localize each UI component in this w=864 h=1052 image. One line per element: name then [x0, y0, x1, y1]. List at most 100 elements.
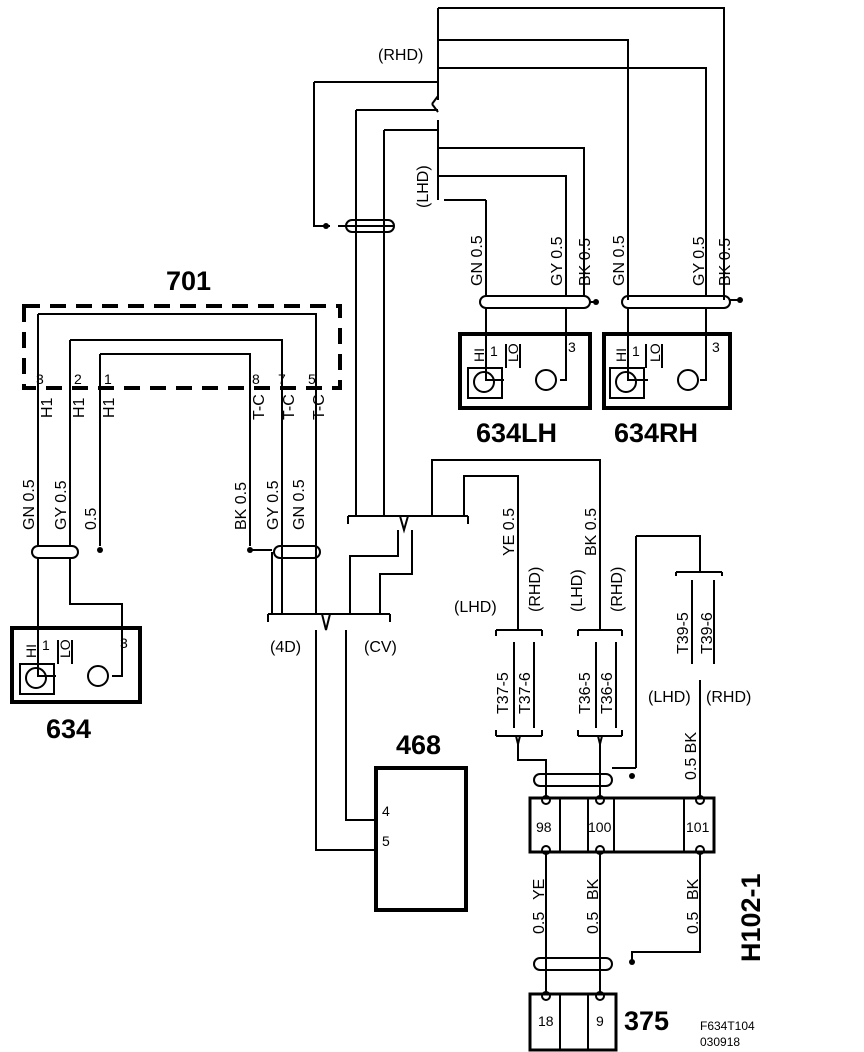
junction-dot	[629, 773, 635, 779]
pin-label: 3	[712, 339, 720, 355]
component-634: HI 1 LO 3	[10, 626, 142, 704]
twisted-pair-marker	[533, 957, 613, 971]
twisted-pair-marker	[273, 545, 321, 559]
hi-label: HI	[471, 348, 487, 362]
634lh-box	[458, 332, 592, 410]
375-title: 375	[624, 1006, 669, 1036]
top-bus-wires	[313, 7, 725, 516]
701-title: 701	[166, 266, 211, 296]
pin-label: 1	[490, 343, 498, 359]
connector-label: T36-5	[577, 672, 594, 714]
pin-function-label: H1	[71, 397, 88, 418]
wire-label: GN 0.5	[611, 235, 628, 286]
horn-icon	[87, 665, 109, 687]
t-connector-labels: T37-5 T37-6 T36-5 T36-6 T39-5 T39-6	[495, 580, 716, 728]
h102-1-box	[528, 796, 716, 854]
horn-icon	[535, 369, 557, 391]
connector-label: T36-6	[599, 672, 616, 714]
pin-label: 5	[382, 833, 390, 849]
hi-label: HI	[23, 644, 39, 658]
634-title: 634	[46, 714, 91, 744]
pin-label: 7	[278, 371, 286, 387]
component-468: 468 4 5	[374, 730, 468, 912]
pin-function-label: T-C	[251, 394, 268, 420]
wire-label: YE 0.5	[501, 508, 518, 556]
pin-label: 3	[568, 339, 576, 355]
right-wires	[495, 496, 723, 798]
rhd-label: (RHD)	[378, 47, 423, 64]
634rh-box	[602, 332, 732, 410]
wire-label: GN 0.5	[21, 479, 38, 530]
twisted-pair-marker	[621, 295, 731, 309]
pin-function-label: H1	[39, 397, 56, 418]
634-box	[10, 626, 142, 704]
pin-label: 101	[686, 819, 710, 835]
wire-label: GY 0.5	[265, 480, 282, 530]
wires-701-down	[37, 390, 317, 634]
horn-icon	[615, 371, 637, 393]
pin-socket	[541, 795, 551, 805]
horn-symbol	[19, 663, 55, 695]
rhd-label: (RHD)	[706, 689, 751, 706]
wire-label: BK	[585, 878, 602, 900]
horn-symbol	[467, 367, 503, 399]
junction-dot	[97, 547, 103, 553]
lo-label: LO	[57, 639, 73, 658]
pin-socket	[695, 795, 705, 805]
cv-label: (CV)	[364, 639, 397, 656]
component-h102-1: 98 100 101	[528, 795, 716, 855]
twisted-pair-marker	[345, 219, 395, 233]
pin-function-label: H1	[101, 397, 118, 418]
junction-dot	[323, 223, 329, 229]
pin-label: 9	[596, 1013, 604, 1029]
connector-label: T39-6	[699, 612, 716, 654]
component-375: 18 9	[528, 991, 618, 1052]
pin-label: 2	[74, 371, 82, 387]
connector-label: T37-5	[495, 672, 512, 714]
twisted-pair-marker	[31, 545, 79, 559]
horn-icon	[677, 369, 699, 391]
junction-dot	[629, 959, 635, 965]
701-dashed-box	[22, 304, 342, 390]
wire-label: GY 0.5	[53, 480, 70, 530]
pin-label: 1	[42, 637, 50, 653]
468-title: 468	[396, 730, 441, 760]
pin-socket	[541, 991, 551, 1001]
rhd-label: (RHD)	[609, 567, 626, 612]
lhd-label: (LHD)	[415, 165, 432, 208]
634rh-title: 634RH	[614, 418, 698, 448]
wire-label: BK 0.5	[577, 238, 594, 286]
lhd-label: (LHD)	[648, 689, 691, 706]
figure-code: F634T104	[700, 1019, 755, 1033]
pin-label: 8	[252, 371, 260, 387]
634lh-title: 634LH	[476, 418, 557, 448]
lo-label: LO	[505, 343, 521, 362]
375-box	[528, 992, 618, 1052]
twisted-pair-marker	[479, 295, 591, 309]
connector-label: T39-5	[675, 612, 692, 654]
lo-label: LO	[647, 343, 663, 362]
component-701: 701 3 2 1 8 7 5 H1 H1 H1 T-C T-C T-C	[22, 266, 342, 420]
pin-function-label: T-C	[311, 394, 328, 420]
component-634rh: HI 1 LO 3	[602, 308, 732, 410]
twisted-pair-marker	[533, 773, 613, 787]
wire-label: BK	[685, 878, 702, 900]
wire-label: 0.5 BK	[683, 732, 700, 780]
pin-socket	[595, 991, 605, 1001]
wire-label: 0.5	[585, 912, 602, 934]
pin-label: 3	[120, 635, 128, 651]
connector-label: T37-6	[517, 672, 534, 714]
wire-label: BK 0.5	[583, 508, 600, 556]
wire-label: 0.5	[531, 912, 548, 934]
pin-label: 98	[536, 819, 552, 835]
lh-wire-labels: GN 0.5 GY 0.5 BK 0.5	[469, 235, 594, 286]
pin-label: 1	[104, 371, 112, 387]
figure-date: 030918	[700, 1035, 740, 1049]
rh-wire-labels: GN 0.5 GY 0.5 BK 0.5	[611, 235, 734, 286]
h102-1-title: H102-1	[736, 873, 766, 962]
pin-function-label: T-C	[281, 394, 298, 420]
wire-label: YE	[531, 879, 548, 900]
horn-icon	[473, 371, 495, 393]
